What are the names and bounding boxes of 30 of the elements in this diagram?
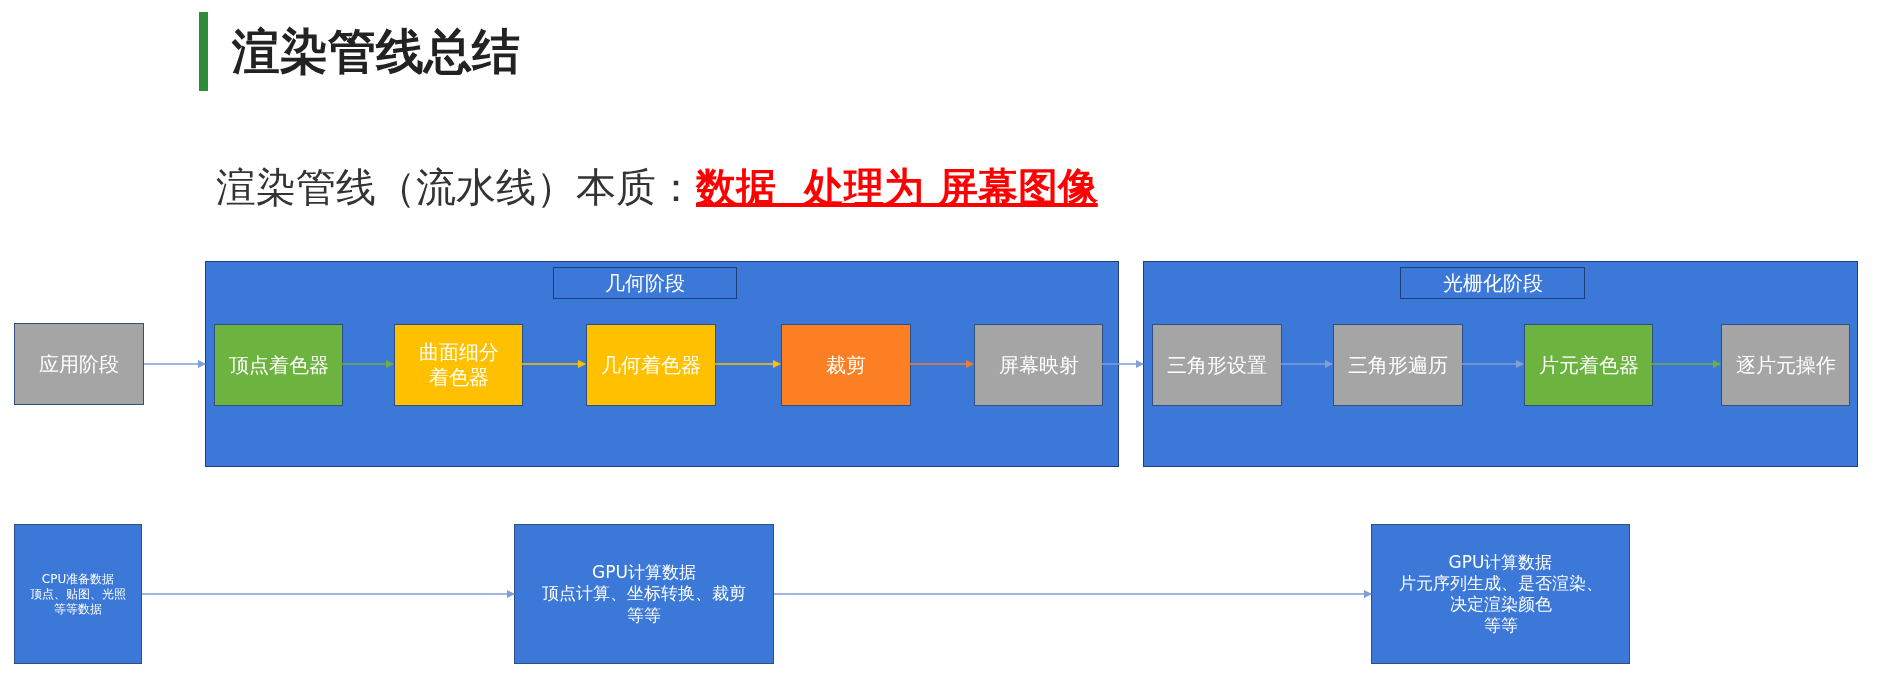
arrow xyxy=(143,360,206,368)
process-box: 几何着色器 xyxy=(586,324,716,406)
process-box: 三角形遍历 xyxy=(1333,324,1463,406)
title: 渲染管线总结 xyxy=(232,22,520,81)
arrow xyxy=(521,360,586,368)
arrow xyxy=(773,590,1372,598)
stage-header: 光栅化阶段 xyxy=(1400,267,1585,299)
arrow xyxy=(1101,360,1144,368)
data-box: GPU计算数据 顶点计算、坐标转换、裁剪 等等 xyxy=(514,524,774,664)
arrow xyxy=(1280,360,1333,368)
arrow xyxy=(1461,360,1524,368)
data-box: GPU计算数据 片元序列生成、是否渲染、 决定渲染颜色 等等 xyxy=(1371,524,1630,664)
process-box: 曲面细分着色器 xyxy=(394,324,523,406)
process-box: 顶点着色器 xyxy=(214,324,343,406)
data-box: CPU准备数据 顶点、贴图、光照 等等数据 xyxy=(14,524,142,664)
arrow xyxy=(714,360,781,368)
stage-panel xyxy=(1143,261,1858,467)
arrow xyxy=(909,360,974,368)
process-box: 裁剪 xyxy=(781,324,911,406)
arrow xyxy=(341,360,394,368)
process-box: 三角形设置 xyxy=(1152,324,1282,406)
process-box: 屏幕映射 xyxy=(974,324,1103,406)
arrow xyxy=(141,590,515,598)
stage-panel xyxy=(205,261,1119,467)
process-box: 片元着色器 xyxy=(1524,324,1653,406)
stage-header: 几何阶段 xyxy=(553,267,737,299)
arrow xyxy=(1651,360,1721,368)
subtitle: 渲染管线（流水线）本质：数据 处理为 屏幕图像 xyxy=(216,163,1098,212)
process-box: 逐片元操作 xyxy=(1721,324,1850,406)
process-box: 应用阶段 xyxy=(14,323,144,405)
